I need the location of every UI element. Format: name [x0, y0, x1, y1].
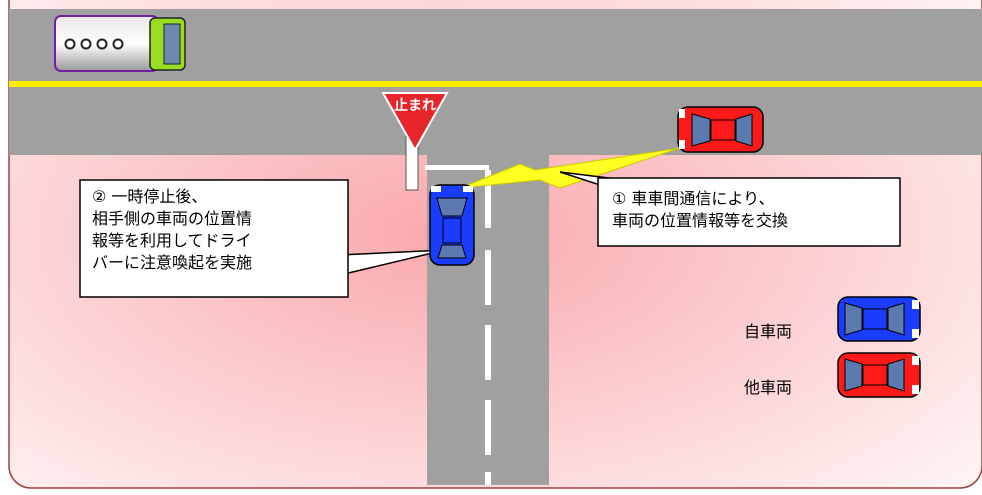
legend-other-vehicle-icon	[837, 352, 921, 398]
callout-right-box	[597, 177, 901, 247]
center-line	[9, 81, 982, 87]
truck	[54, 15, 186, 72]
stop-sign	[381, 92, 449, 153]
lane-dashes	[485, 170, 491, 485]
own-vehicle	[429, 184, 475, 266]
callout-left-text: ② 一時停止後、 相手側の車両の位置情 報等を利用してドライ バーに注意喚起を実…	[92, 187, 253, 272]
callout-right-text: ① 車車間通信により、 車両の位置情報等を交換	[612, 189, 789, 230]
legend-other-vehicle-label: 他車両	[744, 378, 793, 397]
callout-left-box	[79, 179, 349, 298]
stop-line	[425, 165, 489, 170]
stop-sign-text: 止まれ	[394, 97, 436, 114]
other-vehicle	[677, 106, 764, 153]
legend-own-vehicle-label: 自車両	[744, 322, 793, 341]
legend-own-vehicle-icon	[837, 296, 921, 342]
